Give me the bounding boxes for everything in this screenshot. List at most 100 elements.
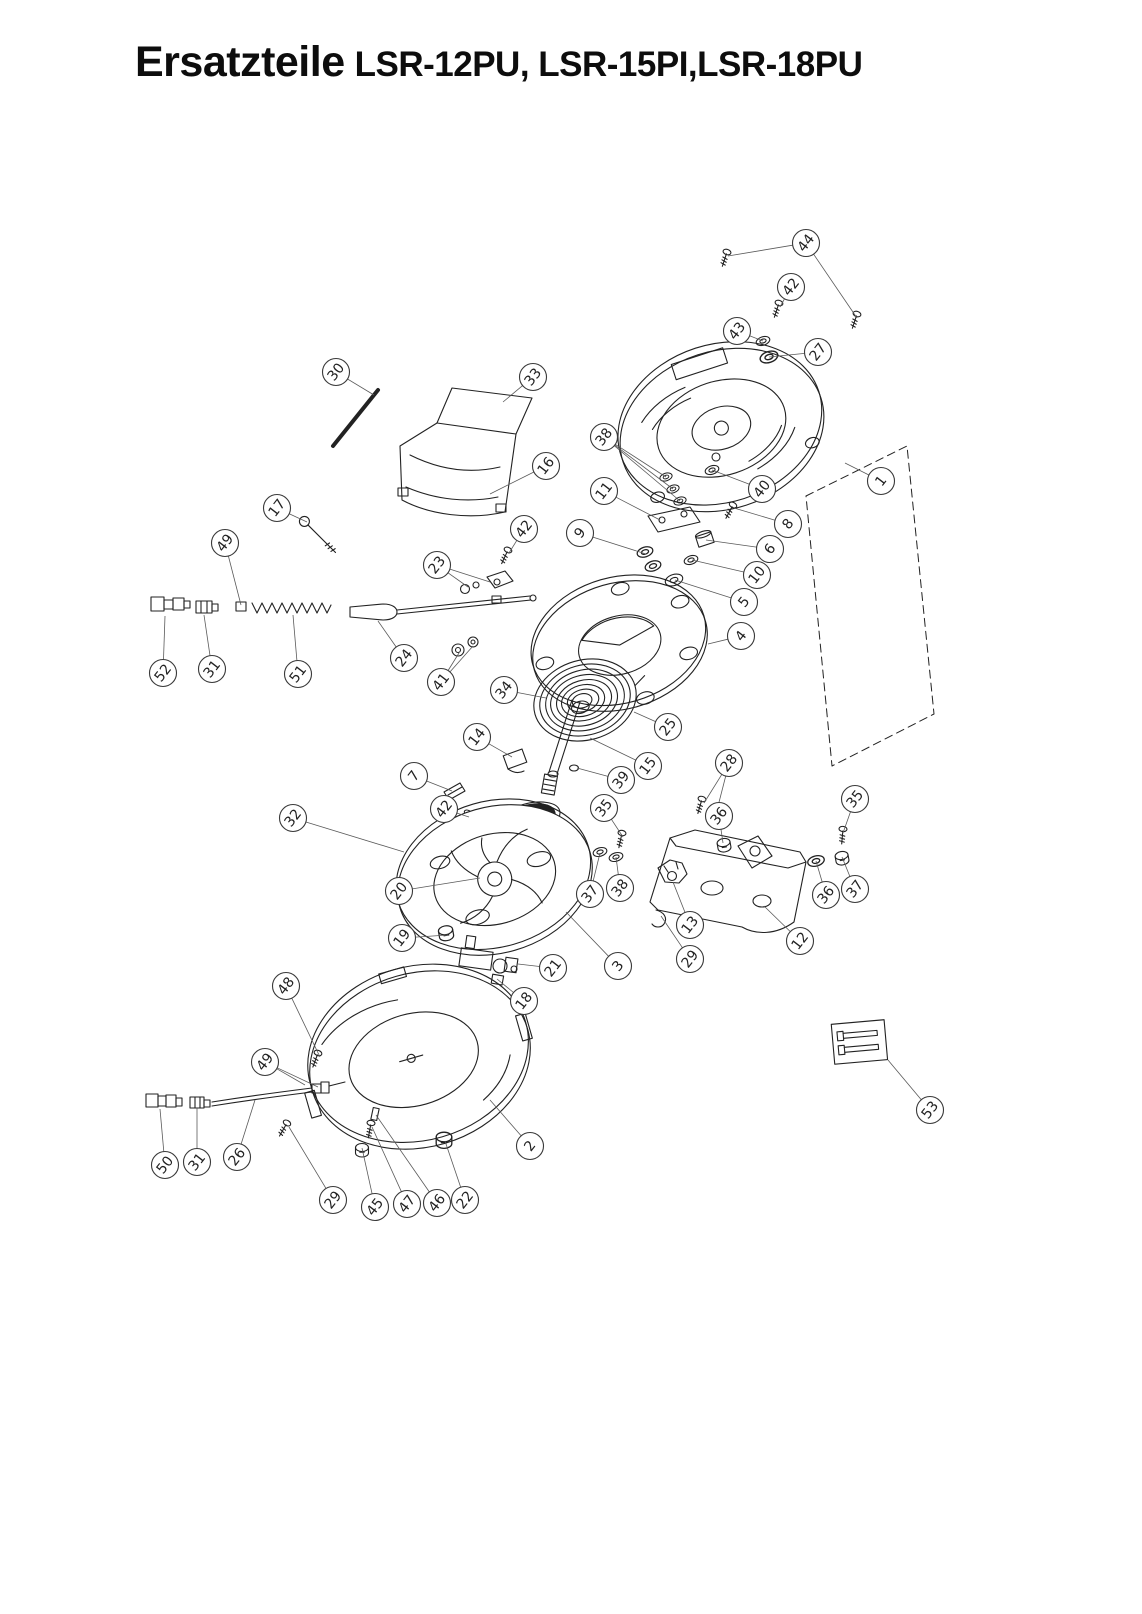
part-callout-30: 30	[321, 357, 351, 387]
part-nut	[833, 849, 851, 867]
part-callout-12: 12	[785, 926, 815, 956]
part-callout-16: 16	[531, 451, 561, 481]
part-hose-guide	[397, 387, 533, 517]
part-callout-31: 31	[182, 1147, 212, 1177]
part-callout-42: 42	[509, 514, 539, 544]
part-dashed-mount-outline	[805, 445, 935, 767]
part-callout-23: 23	[422, 550, 452, 580]
part-callout-49: 49	[250, 1047, 280, 1077]
part-swivel-elbow	[458, 934, 519, 974]
part-callout-19: 19	[387, 923, 417, 953]
part-pin	[370, 1106, 380, 1122]
part-screw	[848, 309, 863, 331]
part-callout-50: 50	[150, 1150, 180, 1180]
title-models: LSR-12PU, LSR-15PI,LSR-18PU	[354, 45, 863, 84]
part-top-reel-plate	[617, 341, 825, 513]
part-callout-10: 10	[742, 560, 772, 590]
part-callout-52: 52	[148, 658, 178, 688]
part-callout-4: 4	[726, 621, 756, 651]
part-callout-15: 15	[633, 751, 663, 781]
part-callout-14: 14	[462, 722, 492, 752]
part-guide-rollers	[451, 636, 479, 657]
part-callout-7: 7	[399, 761, 429, 791]
part-callout-37: 37	[840, 874, 870, 904]
part-callout-26: 26	[222, 1142, 252, 1172]
part-callout-27: 27	[803, 337, 833, 367]
part-nut	[715, 836, 733, 854]
part-callout-29: 29	[675, 944, 705, 974]
leader-lines	[159, 244, 922, 1194]
part-callout-47: 47	[392, 1189, 422, 1219]
part-callout-36: 36	[704, 801, 734, 831]
part-callout-36: 36	[811, 880, 841, 910]
part-callout-9: 9	[565, 518, 595, 548]
part-callout-46: 46	[422, 1188, 452, 1218]
part-screw	[770, 298, 785, 320]
part-callout-35: 35	[840, 784, 870, 814]
part-callout-32: 32	[278, 803, 308, 833]
part-callout-6: 6	[755, 534, 785, 564]
part-small-fitting	[311, 1081, 346, 1094]
part-callout-17: 17	[262, 493, 292, 523]
part-spoked-reel-disc	[395, 798, 593, 956]
part-hex-fitting	[189, 1096, 211, 1109]
part-washer	[591, 845, 609, 859]
part-callout-13: 13	[675, 910, 705, 940]
part-callout-1: 1	[866, 466, 896, 496]
part-flange-disc	[530, 574, 708, 715]
part-callout-34: 34	[489, 675, 519, 705]
part-hex-fitting	[195, 600, 219, 614]
part-callout-28: 28	[714, 748, 744, 778]
part-callout-21: 21	[538, 953, 568, 983]
part-callout-44: 44	[791, 228, 821, 258]
part-callout-8: 8	[773, 509, 803, 539]
part-washer	[682, 553, 700, 567]
part-bushing	[711, 452, 721, 462]
part-screw	[693, 794, 708, 816]
part-latch-plate	[647, 506, 701, 533]
part-callout-43: 43	[722, 316, 752, 346]
part-hose-stopper	[349, 594, 537, 621]
part-callout-38: 38	[589, 422, 619, 452]
part-callout-37: 37	[575, 879, 605, 909]
part-callout-41: 41	[426, 667, 456, 697]
part-guide-rod	[331, 388, 380, 448]
part-quick-coupler	[150, 596, 191, 612]
part-callout-11: 11	[589, 476, 619, 506]
part-callout-25: 25	[653, 712, 683, 742]
part-callout-48: 48	[271, 971, 301, 1001]
part-callout-42: 42	[776, 272, 806, 302]
part-screw	[837, 825, 848, 845]
part-screw-set-box	[830, 1019, 889, 1065]
part-spring-guard	[251, 602, 332, 614]
part-nut	[354, 1142, 370, 1158]
part-spring-clip	[651, 909, 667, 928]
part-connection-hose	[211, 1087, 313, 1107]
part-callout-51: 51	[283, 659, 313, 689]
part-callout-33: 33	[518, 362, 548, 392]
title-word: Ersatzteile	[135, 38, 345, 86]
part-callout-18: 18	[509, 986, 539, 1016]
part-mounting-bracket	[649, 829, 807, 933]
part-callout-42: 42	[429, 794, 459, 824]
part-ratchet-pawl	[657, 859, 688, 884]
part-callout-45: 45	[360, 1192, 390, 1222]
part-callout-24: 24	[389, 643, 419, 673]
part-spacer-sleeve	[694, 529, 715, 548]
part-callout-40: 40	[747, 474, 777, 504]
part-plug-fitting	[490, 973, 505, 986]
part-spring-arbor	[502, 748, 528, 774]
part-callout-31: 31	[197, 654, 227, 684]
part-callout-3: 3	[603, 951, 633, 981]
part-screw	[497, 545, 514, 566]
part-bottom-housing	[304, 963, 533, 1150]
part-callout-20: 20	[384, 876, 414, 906]
part-callout-49: 49	[210, 528, 240, 558]
part-callout-38: 38	[605, 873, 635, 903]
part-callout-5: 5	[729, 587, 759, 617]
part-main-shaft	[540, 699, 581, 796]
part-callout-29: 29	[318, 1185, 348, 1215]
part-callout-39: 39	[606, 765, 636, 795]
